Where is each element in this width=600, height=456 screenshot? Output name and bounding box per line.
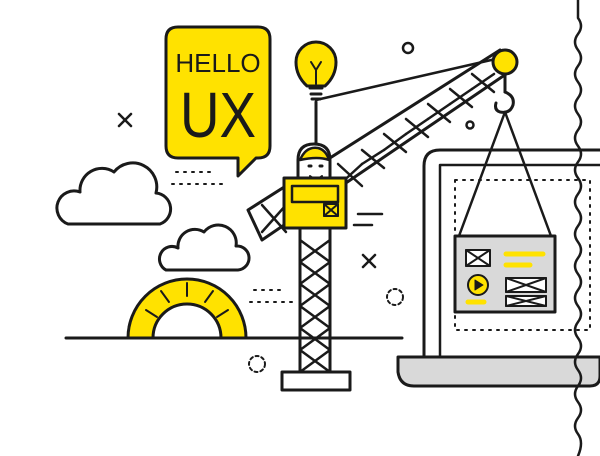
wireframe-card-icon xyxy=(453,234,557,314)
play-icon xyxy=(467,274,489,296)
circle-sparkle-icon xyxy=(401,41,415,55)
motion-lines xyxy=(352,212,384,227)
circle-sparkle-icon xyxy=(386,288,404,306)
crane-base xyxy=(280,370,352,392)
protractor-icon xyxy=(126,277,248,340)
bubble-hello-text: HELLO xyxy=(175,48,260,78)
crane-hook-icon xyxy=(457,72,553,238)
dotted-lines xyxy=(171,171,297,303)
circle-sparkle-icon xyxy=(465,120,475,130)
speech-bubble-icon: HELLO UX xyxy=(164,25,272,178)
bubble-ux-text: UX xyxy=(180,79,256,151)
cross-sparkle-icon xyxy=(117,112,133,128)
cloud-icon xyxy=(157,223,251,272)
light-bulb-icon xyxy=(294,40,338,101)
worker-icon xyxy=(282,142,348,230)
cross-sparkle-icon xyxy=(361,253,377,269)
circle-sparkle-icon xyxy=(248,355,266,373)
cloud-icon xyxy=(55,161,173,226)
tear-edge xyxy=(573,0,583,456)
